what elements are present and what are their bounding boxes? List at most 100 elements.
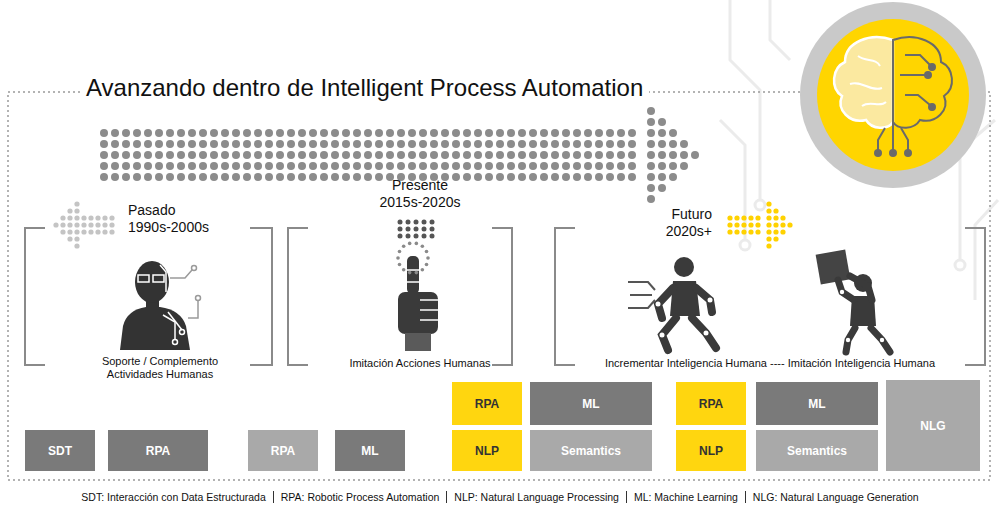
arrow-dot xyxy=(109,229,114,234)
arrow-dot xyxy=(419,140,427,148)
arrow-dot xyxy=(452,140,460,148)
arrow-dot xyxy=(276,162,284,170)
arrow-dot xyxy=(210,151,218,159)
arrow-dot xyxy=(375,151,383,159)
halo-dot xyxy=(426,256,430,260)
arrow-dot xyxy=(144,151,152,159)
halo-dot xyxy=(415,242,419,246)
stage-caption: Imitación Acciones Humanas xyxy=(330,357,510,370)
tech-box: RPA xyxy=(248,430,318,471)
arrow-dot xyxy=(766,215,771,220)
arrow-dot xyxy=(647,140,655,148)
abbreviation-line: SDT: Interacción con Data EstructuradaRP… xyxy=(0,491,1000,503)
arrow-dot xyxy=(658,140,666,148)
arrow-dot xyxy=(430,129,438,137)
tech-box: ML xyxy=(530,382,652,425)
arrow-dot xyxy=(342,129,350,137)
arrow-dot xyxy=(88,222,93,227)
arrow-dot xyxy=(485,162,493,170)
arrow-dot xyxy=(353,162,361,170)
arrow-dot xyxy=(74,201,79,206)
arrow-dot xyxy=(584,173,592,181)
arrow-dot xyxy=(628,173,636,181)
arrow-dot xyxy=(463,140,471,148)
arrow-dot xyxy=(529,140,537,148)
arrow-dot xyxy=(780,215,785,220)
tech-box: RPA xyxy=(108,430,208,471)
halo-dot xyxy=(408,271,412,275)
arrow-dot xyxy=(540,140,548,148)
box-label: Semantics xyxy=(787,444,847,458)
arrow-dot xyxy=(287,129,295,137)
arrow-dot xyxy=(243,162,251,170)
badge-core xyxy=(817,19,969,171)
arrow-dot xyxy=(122,162,130,170)
arrow-dot xyxy=(88,229,93,234)
tech-box: RPA xyxy=(676,382,746,425)
arrow-dot xyxy=(243,129,251,137)
arrow-dot xyxy=(109,215,114,220)
arrow-dot xyxy=(474,129,482,137)
grid-dot xyxy=(430,227,435,232)
arrow-dot xyxy=(584,140,592,148)
arrow-dot xyxy=(584,162,592,170)
arrow-dot xyxy=(100,162,108,170)
arrow-dot xyxy=(496,173,504,181)
arrow-dot xyxy=(74,215,79,220)
arrow-dot xyxy=(595,129,603,137)
arrow-dot xyxy=(210,129,218,137)
arrow-dot xyxy=(507,151,515,159)
arrow-dot xyxy=(518,162,526,170)
brain-folds xyxy=(850,56,886,106)
abbreviation-note: SDT: Interacción con Data Estructurada xyxy=(74,491,272,503)
arrow-dot xyxy=(221,129,229,137)
arrow-dot xyxy=(166,173,174,181)
arrow-dot xyxy=(81,222,86,227)
arrow-dot xyxy=(111,140,119,148)
arrow-dot xyxy=(617,140,625,148)
badge-ring xyxy=(800,2,986,188)
arrow-dot xyxy=(386,140,394,148)
arrow-dot xyxy=(748,222,753,227)
tech-box: Semantics xyxy=(756,430,878,471)
arrow-dot xyxy=(276,151,284,159)
box-label: ML xyxy=(361,444,378,458)
arrow-dot xyxy=(617,173,625,181)
grid-dot xyxy=(414,227,419,232)
arrow-dot xyxy=(353,140,361,148)
arrow-dot xyxy=(452,173,460,181)
arrow-dot xyxy=(74,229,79,234)
arrow-dot xyxy=(60,222,65,227)
arrow-dot xyxy=(60,229,65,234)
box-label: Semantics xyxy=(561,444,621,458)
arrow-dot xyxy=(342,162,350,170)
arrow-dot xyxy=(787,222,792,227)
arrow-dot xyxy=(265,173,273,181)
arrow-dot xyxy=(507,173,515,181)
box-label: NLP xyxy=(699,444,723,458)
abbreviation-note: ML: Machine Learning xyxy=(626,491,745,503)
arrow-dot xyxy=(67,215,72,220)
arrow-dot xyxy=(74,208,79,213)
arrow-dot xyxy=(606,129,614,137)
arrow-dot xyxy=(430,162,438,170)
arrow-dot xyxy=(658,184,666,192)
arrow-dot xyxy=(540,173,548,181)
arrow-dot xyxy=(232,140,240,148)
arrow-dot xyxy=(647,162,655,170)
halo-dot xyxy=(402,244,406,248)
arrow-dot xyxy=(298,140,306,148)
arrow-dot xyxy=(430,140,438,148)
arrow-dot xyxy=(243,140,251,148)
arrow-dot xyxy=(741,215,746,220)
arrow-dot xyxy=(573,140,581,148)
arrow-dot xyxy=(748,229,753,234)
arrow-dot xyxy=(617,151,625,159)
arrow-dot xyxy=(463,173,471,181)
circuit-pattern xyxy=(720,0,998,300)
arrow-dot xyxy=(375,162,383,170)
grid-dot xyxy=(422,227,427,232)
arrow-dot xyxy=(133,129,141,137)
arrow-dot xyxy=(562,173,570,181)
arrow-dot xyxy=(773,208,778,213)
